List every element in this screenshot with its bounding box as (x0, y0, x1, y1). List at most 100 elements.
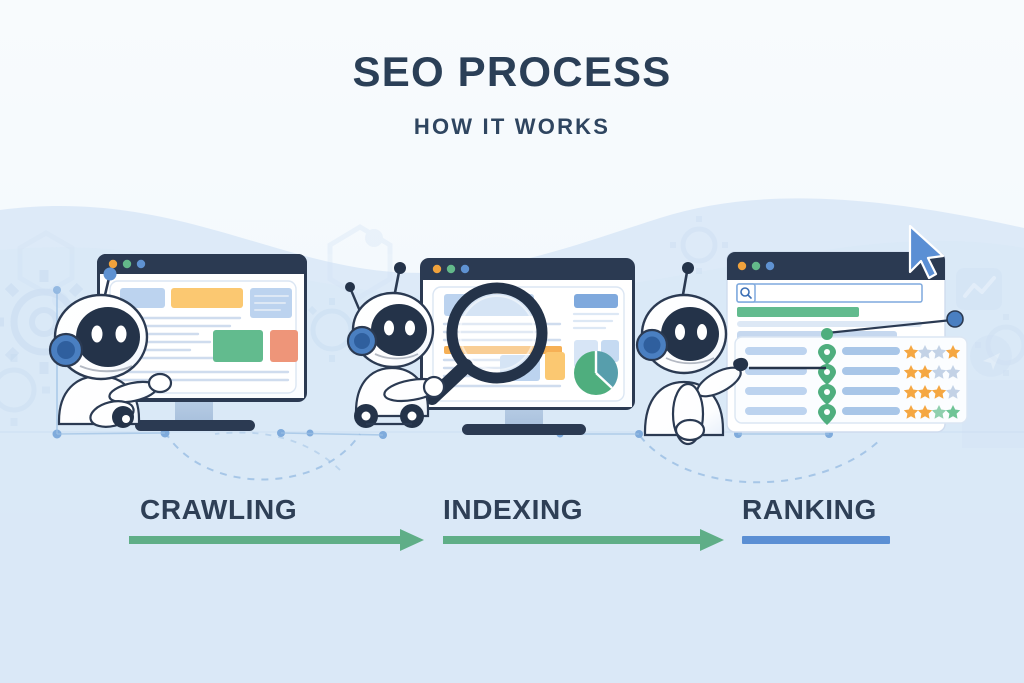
step-arrow-indexing (443, 529, 724, 551)
robot-indexing (345, 262, 446, 428)
content-text-lines-light (254, 295, 289, 311)
browser-titlebar (97, 254, 307, 274)
titlebar-dot-green (751, 261, 761, 271)
search-icon (736, 283, 756, 303)
star-icon (917, 385, 933, 399)
pointer-node (946, 310, 964, 328)
robot-mouth-shadow (79, 365, 133, 373)
robot-mouth-shadow (374, 353, 419, 360)
robot-hand (733, 357, 749, 372)
robot-eye-right (697, 324, 707, 340)
robot-wheel-hub (361, 411, 371, 421)
pointer-line (826, 318, 953, 335)
page-subtitle: HOW IT WORKS (413, 114, 611, 139)
content-block-green (213, 330, 263, 362)
decorative-shape (327, 224, 393, 300)
titlebar-dot-orange (108, 259, 118, 269)
star-icon (903, 385, 919, 399)
robot-eye-right (115, 325, 127, 343)
dashed-connector (639, 435, 881, 484)
robot-foot (674, 418, 706, 442)
result-row (745, 384, 961, 405)
monitor-base (462, 424, 586, 435)
antenna-ball (103, 267, 117, 281)
step-arrow-crawling (129, 529, 424, 551)
star-icon (945, 385, 961, 399)
star-icon (917, 345, 933, 359)
star-icon (945, 345, 961, 359)
titlebar-dot-green (122, 259, 132, 269)
titlebar-dot-orange (737, 261, 747, 271)
star-icon (931, 405, 947, 419)
decorative-rect (962, 380, 1024, 448)
star-icon (917, 405, 933, 419)
robot-ear-inner (643, 336, 661, 354)
titlebar-dot-blue (765, 261, 775, 271)
dashed-connector (164, 431, 361, 481)
antenna-ball (345, 282, 355, 292)
dashed-connector (214, 431, 341, 471)
star-icon (931, 365, 947, 379)
content-block-yellow (171, 288, 243, 308)
robot-hand (422, 375, 446, 399)
robot-ear-inner (354, 333, 370, 349)
content-block-salmon (270, 330, 298, 362)
scene-ranking (635, 224, 968, 446)
search-bar (736, 283, 923, 303)
star-icon (903, 365, 919, 379)
star-icon (903, 345, 919, 359)
star-icon (945, 365, 961, 379)
antenna-ball (394, 262, 406, 274)
search-result-highlight (737, 307, 859, 317)
titlebar-dot-blue (460, 264, 470, 274)
chart-icon (956, 268, 1002, 310)
step-label-crawling: CRAWLING (140, 494, 298, 525)
star-rating (903, 405, 961, 419)
scene-indexing (345, 258, 635, 435)
titlebar-dot-orange (432, 264, 442, 274)
robot-faceplate (76, 307, 140, 367)
browser-titlebar (727, 252, 945, 280)
star-icon (931, 385, 947, 399)
robot-eye-right (405, 320, 415, 336)
search-result-line (737, 321, 922, 327)
robot-foot-hub (122, 415, 130, 423)
titlebar-dot-green (446, 264, 456, 274)
content-text-lines-light (572, 312, 620, 330)
page-title: SEO PROCESS (352, 48, 672, 95)
star-rating (903, 385, 961, 399)
star-icon (903, 405, 919, 419)
content-block-orange2 (545, 352, 565, 380)
gear-icon (0, 354, 50, 426)
step-label-indexing: INDEXING (443, 494, 584, 525)
robot-mouth-shadow (665, 357, 715, 365)
pie-chart (574, 351, 618, 395)
robot-crawling (48, 267, 173, 428)
robot-ear-inner (57, 341, 75, 359)
gear-icon (975, 314, 1024, 376)
content-block-blue (574, 294, 618, 308)
star-rating (903, 365, 961, 379)
robot-faceplate (661, 307, 719, 361)
results-rows (745, 344, 961, 425)
robot-eye-left (384, 320, 394, 336)
robot-eye-left (675, 324, 685, 340)
scene-crawling (48, 254, 307, 431)
send-icon (970, 335, 1012, 377)
decorative-shape (17, 230, 75, 308)
content-block-blue (120, 288, 165, 308)
result-row (745, 344, 961, 365)
star-icon (917, 365, 933, 379)
titlebar-dot-blue (136, 259, 146, 269)
pointer-node (821, 328, 833, 340)
step-label-ranking: RANKING (742, 494, 877, 525)
result-row (745, 404, 961, 425)
star-icon (931, 345, 947, 359)
header: SEO PROCESS HOW IT WORKS (0, 0, 1024, 140)
robot-faceplate (371, 304, 427, 356)
cursor-icon (908, 224, 945, 280)
antenna-ball (682, 262, 694, 274)
star-icon (945, 405, 961, 419)
robot-hand (147, 372, 173, 394)
